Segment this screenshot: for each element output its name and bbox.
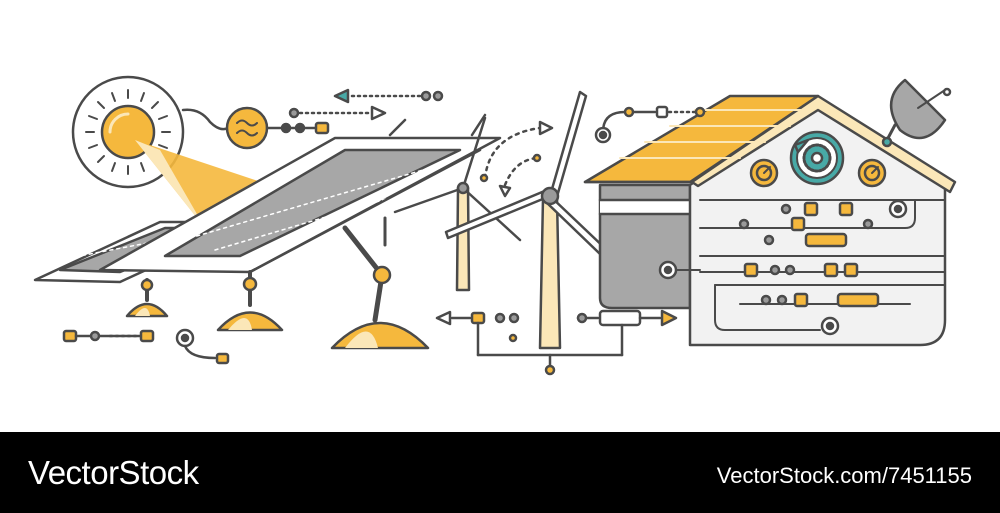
solar-panel-icon: [33, 136, 502, 284]
wind-turbine-icon: [393, 90, 632, 350]
image-reference: VectorStock.com/7451155: [716, 463, 972, 488]
brand-logo-text: VectorStock: [28, 454, 199, 491]
gear-icon: [789, 130, 845, 186]
satellite-dish-icon: [881, 78, 952, 148]
renewable-energy-illustration: [33, 75, 957, 376]
dial-icon: [749, 158, 887, 188]
arrow-left-teal: [333, 88, 350, 104]
ac-wave-icon: [225, 106, 269, 150]
house-icon: [583, 94, 957, 347]
panel-stands: [125, 113, 487, 350]
watermark-bar: VectorStock VectorStock.com/7451155: [0, 432, 1000, 513]
